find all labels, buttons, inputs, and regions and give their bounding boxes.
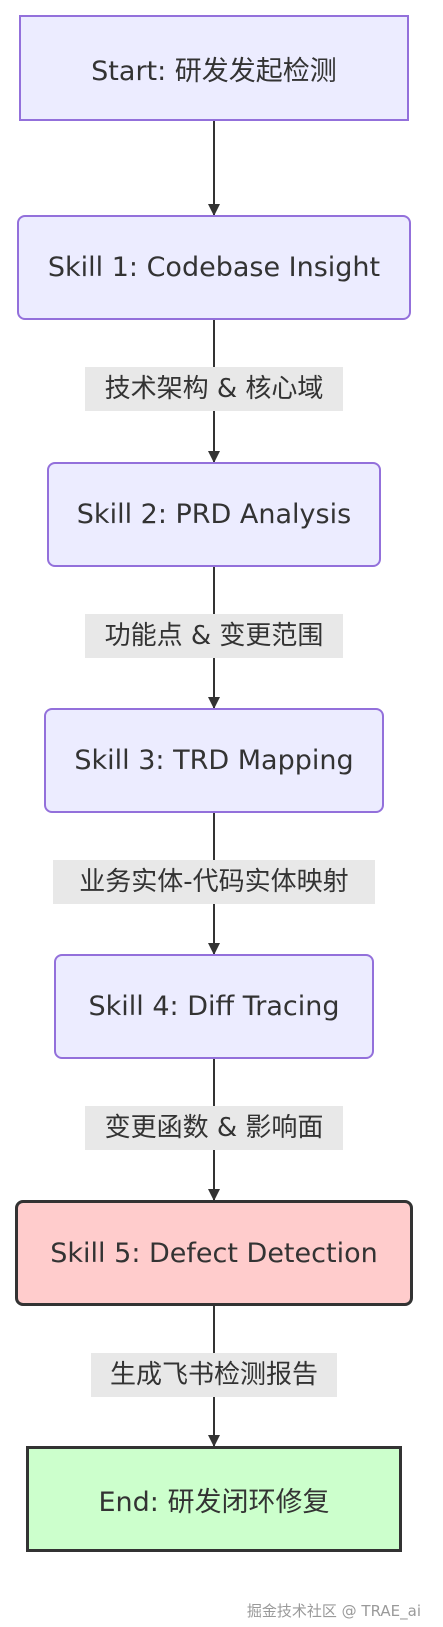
node-skill-1: Skill 1: Codebase Insight — [17, 215, 411, 320]
node-skill-5-label: Skill 5: Defect Detection — [50, 1237, 378, 1269]
node-start-label: Start: 研发发起检测 — [91, 55, 337, 87]
edge-label-skill4-skill5: 变更函数 & 影响面 — [85, 1106, 343, 1150]
node-skill-5: Skill 5: Defect Detection — [15, 1200, 413, 1306]
node-start: Start: 研发发起检测 — [19, 15, 409, 121]
node-end-label: End: 研发闭环修复 — [98, 1486, 330, 1518]
node-skill-3-label: Skill 3: TRD Mapping — [74, 745, 354, 776]
node-skill-4: Skill 4: Diff Tracing — [54, 954, 374, 1059]
node-skill-4-label: Skill 4: Diff Tracing — [88, 991, 340, 1022]
edge-label-skill2-skill3: 功能点 & 变更范围 — [85, 614, 343, 658]
edge-label-skill5-end: 生成飞书检测报告 — [91, 1353, 337, 1397]
node-skill-2: Skill 2: PRD Analysis — [47, 462, 381, 567]
node-skill-3: Skill 3: TRD Mapping — [44, 708, 384, 813]
watermark-text: 掘金技术社区 @ TRAE_ai — [246, 1602, 421, 1620]
edge-label-skill3-skill4: 业务实体-代码实体映射 — [53, 860, 375, 904]
node-end: End: 研发闭环修复 — [26, 1446, 402, 1552]
edge-label-skill1-skill2: 技术架构 & 核心域 — [85, 367, 343, 411]
node-skill-2-label: Skill 2: PRD Analysis — [76, 499, 352, 530]
node-skill-1-label: Skill 1: Codebase Insight — [47, 252, 381, 283]
